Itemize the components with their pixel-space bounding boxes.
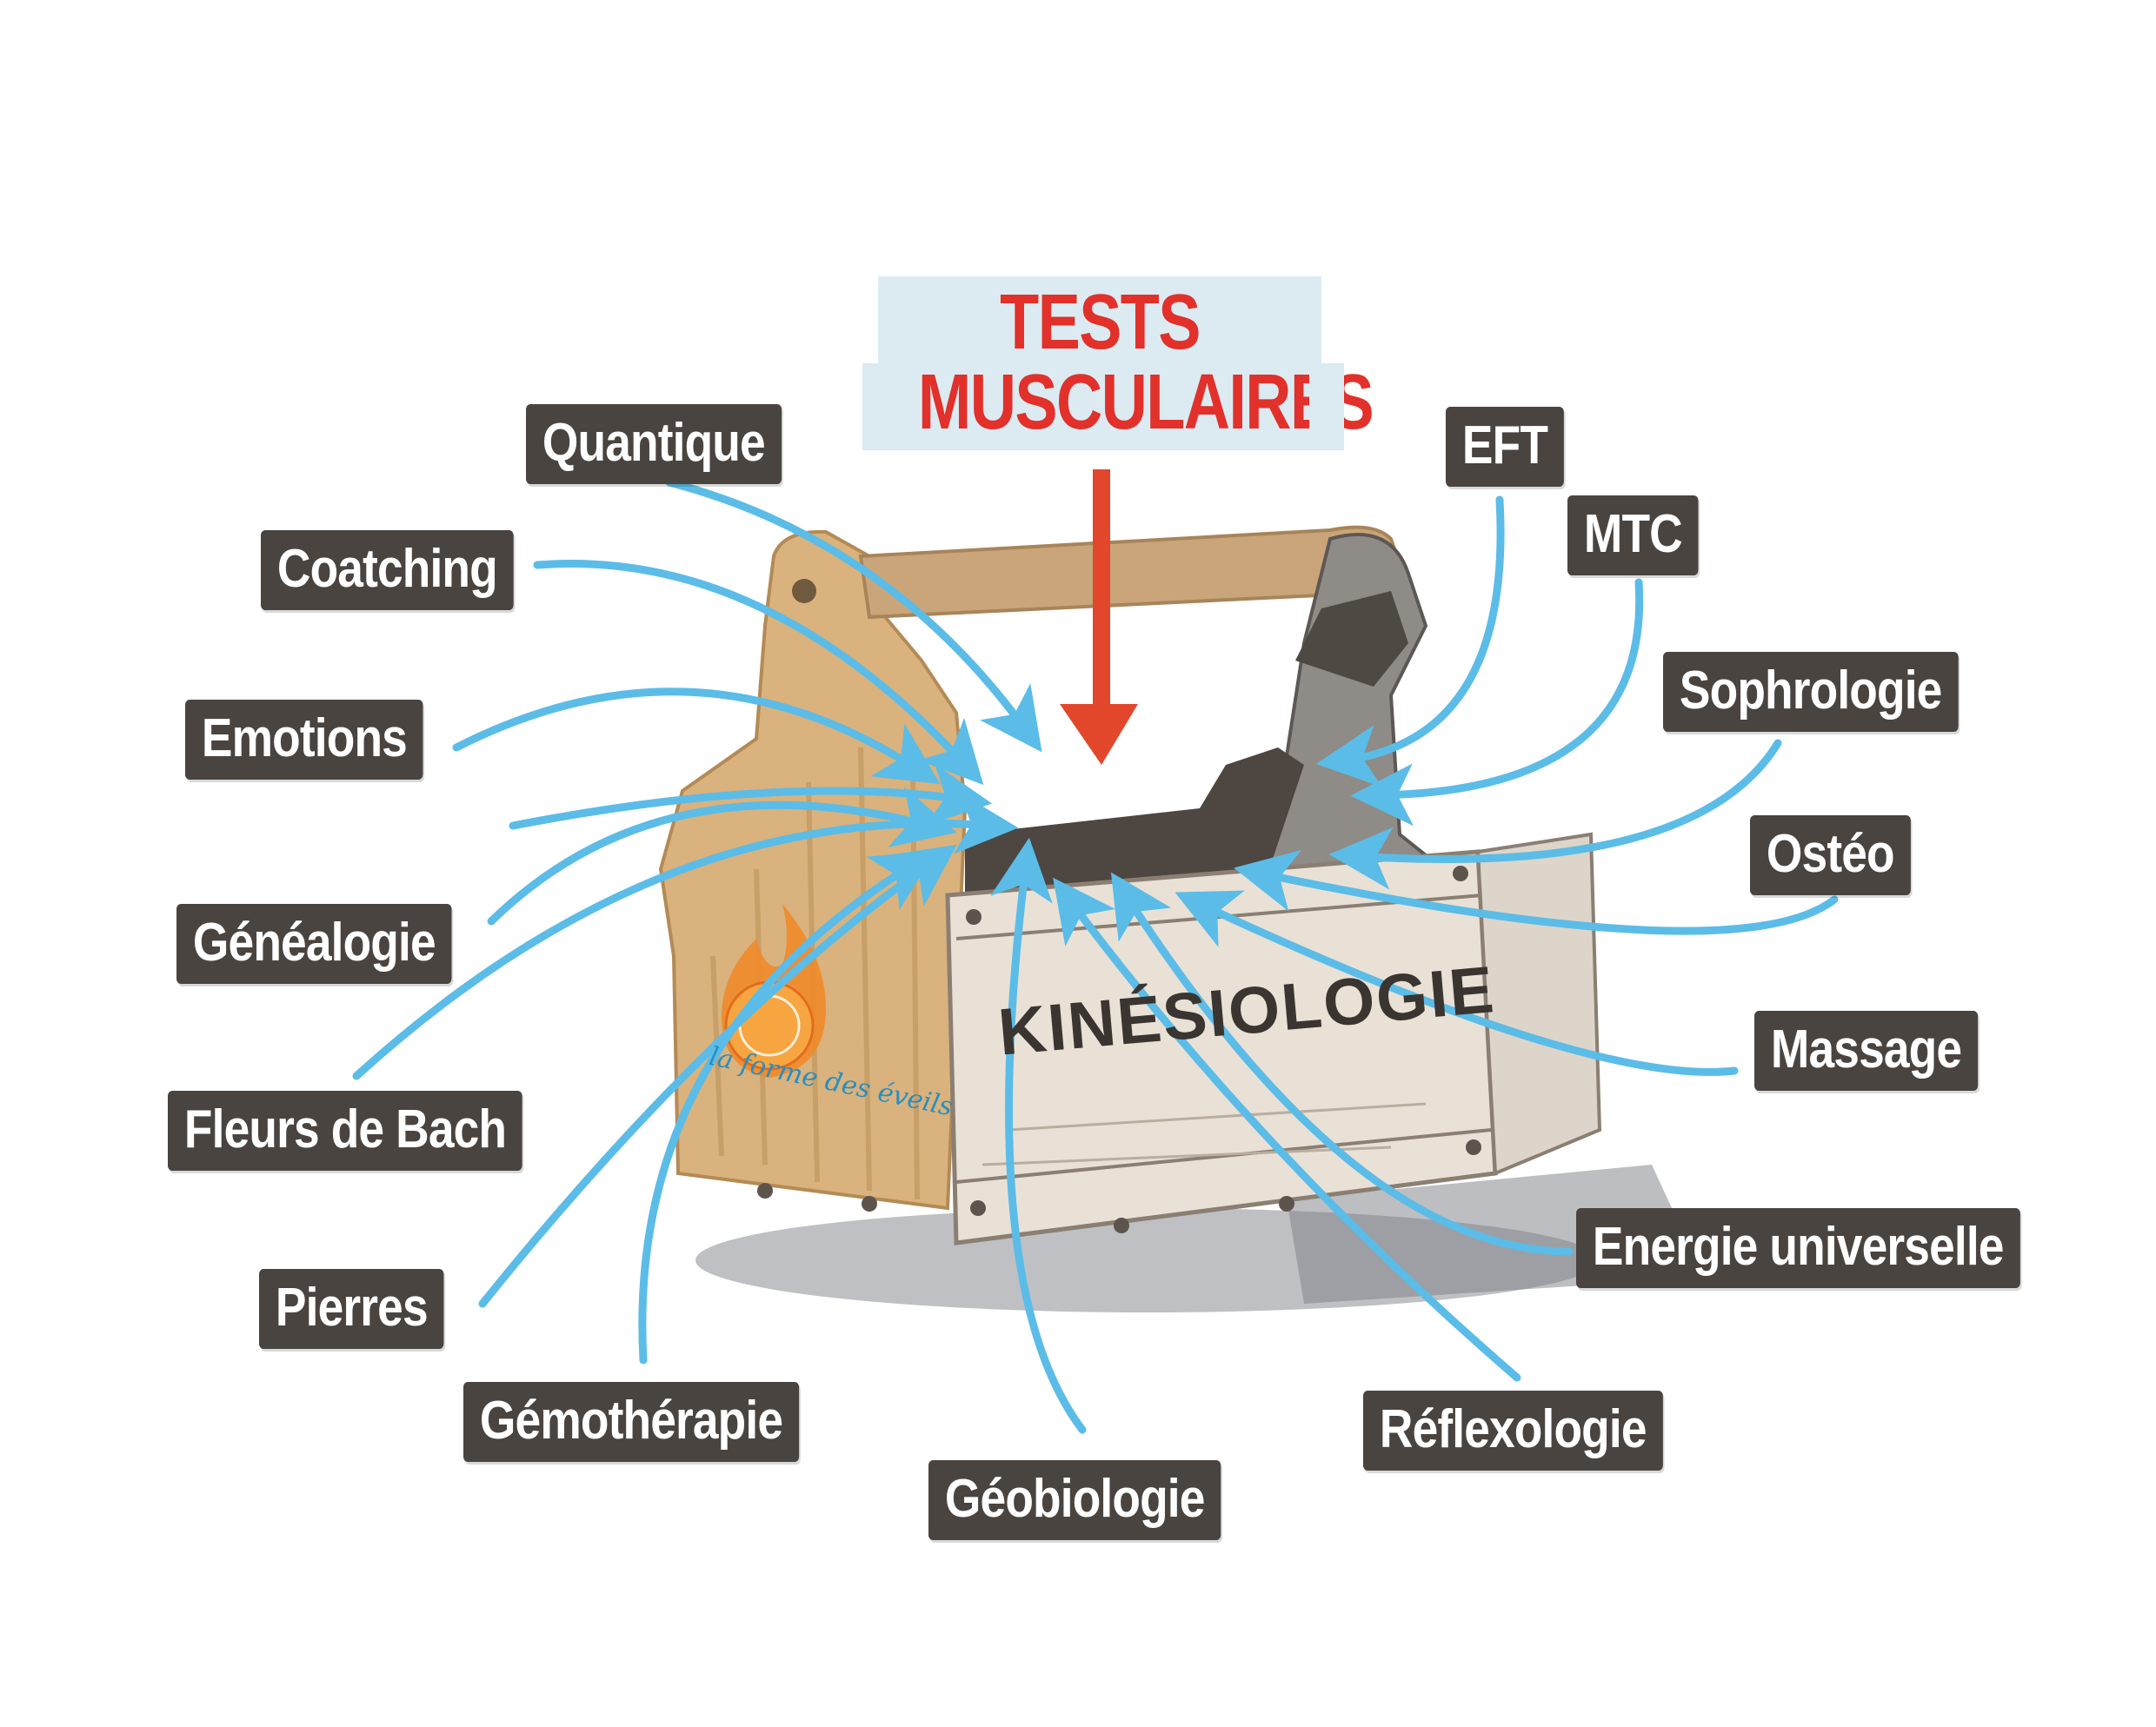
tag-energie: Energie universelle: [1576, 1208, 2020, 1288]
arrow-quantique: [665, 478, 1042, 753]
arrow-emotions: [452, 687, 941, 785]
arrow-eft: [1315, 495, 1505, 787]
tag-reflexologie: Réflexologie: [1363, 1391, 1663, 1471]
arrow-energie: [1110, 872, 1574, 1256]
tag-gemotherapie: Gémothérapie: [463, 1382, 800, 1462]
main-arrow: [1060, 469, 1138, 765]
arrow-reflexologie: [1053, 877, 1521, 1382]
arrow-genealogie: [487, 787, 957, 926]
tag-quantique: Quantique: [526, 404, 782, 484]
tag-sophrologie: Sophrologie: [1663, 652, 1959, 732]
arrow-fleurs: [352, 791, 1019, 1080]
arrow-gemotherapie: [638, 850, 936, 1365]
arrow-osteo: [1234, 850, 1839, 935]
arrow-mtc: [1350, 578, 1644, 827]
tag-geobiologie: Géobiologie: [928, 1460, 1221, 1540]
arrow-coatching: [533, 560, 984, 786]
title-line-2: MUSCULAIRES: [917, 359, 1374, 446]
arrow-fleurs-2: [509, 763, 993, 830]
tag-pierres: Pierres: [259, 1269, 444, 1349]
tag-emotions: Emotions: [185, 700, 423, 780]
tag-coatching: Coatching: [261, 530, 514, 610]
tag-fleurs: Fleurs de Bach: [168, 1091, 523, 1171]
title-line-1: TESTS: [1000, 279, 1201, 366]
arrow-geobiologie: [990, 837, 1087, 1434]
tag-massage: Massage: [1754, 1011, 1979, 1091]
connector-arrows: [352, 478, 1839, 1434]
title-box: TESTS MUSCULAIRES: [862, 276, 1374, 450]
tag-mtc: MTC: [1567, 495, 1699, 575]
tag-genealogie: Généalogie: [176, 904, 452, 984]
arrow-sophrologie: [1328, 739, 1782, 890]
arrow-massage: [1174, 890, 1739, 1076]
tag-eft: EFT: [1446, 407, 1564, 487]
toolbox-crate: [658, 525, 1602, 1245]
tag-osteo: Ostéo: [1750, 815, 1911, 895]
